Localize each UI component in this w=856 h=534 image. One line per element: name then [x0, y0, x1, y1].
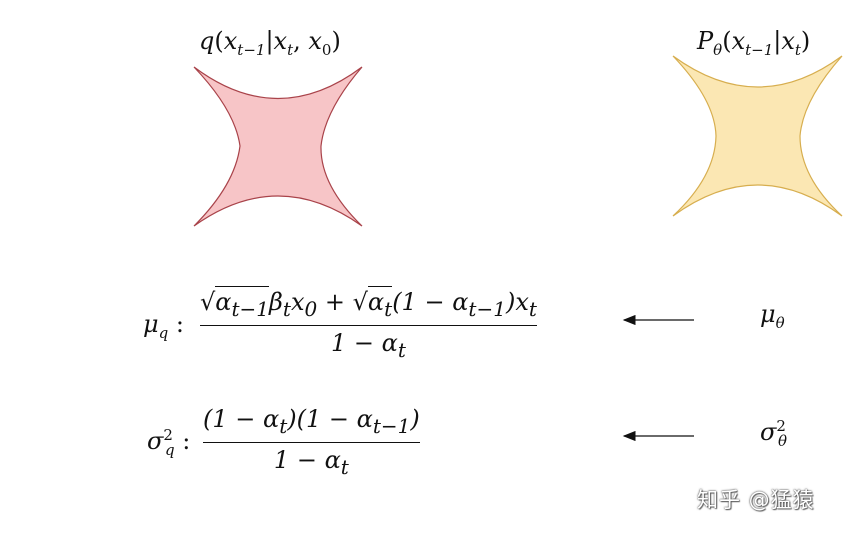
- sigma-q-symbol: σ2q :: [147, 426, 191, 459]
- p-theta-label: Pθ(xt−1|xt): [697, 27, 811, 59]
- mu-q-symbol: μq :: [143, 310, 184, 342]
- q-posterior-label: q(xt−1|xt, x0): [199, 27, 341, 59]
- watermark: 知乎 @猛猿: [697, 488, 815, 512]
- mu-q-numerator: √αt−1βtx0 + √αt(1 − αt−1)xt: [200, 286, 537, 321]
- sigma-theta-symbol: σ2θ: [760, 417, 787, 450]
- sigma-q-fraction: (1 − αt)(1 − αt−1) 1 − αt: [203, 405, 420, 479]
- q-posterior-shape: [193, 66, 363, 227]
- mu-theta-symbol: μθ: [760, 300, 785, 332]
- p-theta-shape: [672, 55, 843, 217]
- mu-q-denominator: 1 − αt: [331, 329, 406, 362]
- sigma-q-denominator: 1 − αt: [273, 446, 349, 479]
- mu-q-fraction: √αt−1βtx0 + √αt(1 − αt−1)xt 1 − αt: [200, 286, 537, 362]
- sigma-q-numerator: (1 − αt)(1 − αt−1): [203, 405, 420, 438]
